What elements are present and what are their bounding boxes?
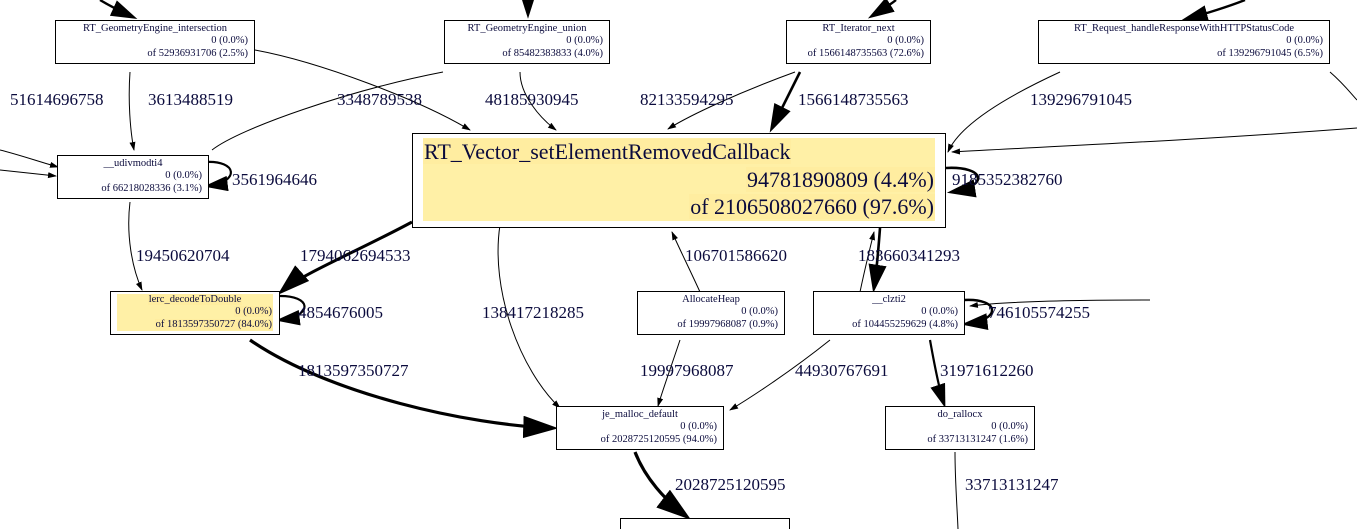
edge-label-4854676005: 4854676005 (298, 303, 383, 322)
node-label: RT_GeometryEngine_union (467, 23, 587, 34)
node-je-malloc-default[interactable]: je_malloc_default 0 (0.0%) of 2028725120… (556, 406, 724, 451)
node-total-value: of 139296791045 (6.5%) (1217, 47, 1323, 59)
node-self-value: 0 (0.0%) (921, 306, 958, 318)
edge-label-48185930945: 48185930945 (485, 90, 579, 109)
node-self-value: 0 (0.0%) (741, 306, 778, 318)
node-self-value: 0 (0.0%) (680, 421, 717, 433)
node-label: RT_Iterator_next (822, 23, 895, 34)
node-total-value: of 19997968087 (0.9%) (677, 318, 778, 330)
edge-label-44930767691: 44930767691 (795, 361, 889, 380)
node-total-value: of 1566148735563 (72.6%) (807, 47, 924, 59)
node-total-value: of 52936931706 (2.5%) (147, 47, 248, 59)
edge-label-1813597350727: 1813597350727 (298, 361, 409, 380)
node-total-value: of 66218028336 (3.1%) (101, 182, 202, 194)
node-self-value: 0 (0.0%) (887, 35, 924, 47)
edge-label-82133594295: 82133594295 (640, 90, 734, 109)
edge-label-746105574255: 746105574255 (988, 303, 1090, 322)
edge-label-19997968087: 19997968087 (640, 361, 734, 380)
node-self-value: 94781890809 (4.4%) (423, 165, 935, 193)
node-label: RT_GeometryEngine_intersection (83, 23, 227, 34)
edge-label-106701586620: 106701586620 (685, 246, 787, 265)
node-do-rallocx[interactable]: do_rallocx 0 (0.0%) of 33713131247 (1.6%… (885, 406, 1035, 451)
node-rt-geometryengine-intersection[interactable]: RT_GeometryEngine_intersection 0 (0.0%) … (55, 20, 255, 65)
node-self-value: 0 (0.0%) (991, 421, 1028, 433)
node-self-value: 0 (0.0%) (566, 35, 603, 47)
node-allocateheap[interactable]: AllocateHeap 0 (0.0%) of 19997968087 (0.… (637, 291, 785, 336)
edge-label-139296791045: 139296791045 (1030, 90, 1132, 109)
node-label: lerc_decodeToDouble (117, 294, 273, 307)
node-label: do_rallocx (937, 409, 983, 420)
edge-label-19450620704: 19450620704 (136, 246, 230, 265)
edge-label-1794062694533: 1794062694533 (300, 246, 411, 265)
node-total-value: of 1813597350727 (84.0%) (117, 318, 273, 332)
edge-label-183660341293: 183660341293 (858, 246, 960, 265)
edge-label-3613488519: 3613488519 (148, 90, 233, 109)
node-label: __udivmodti4 (103, 158, 163, 169)
edge-label-3561964646: 3561964646 (232, 170, 317, 189)
node-self-value: 0 (0.0%) (165, 170, 202, 182)
node-bottom-partial[interactable] (620, 518, 790, 529)
edge-label-51614696758: 51614696758 (10, 90, 104, 109)
edge-label-33713131247: 33713131247 (965, 475, 1059, 494)
node-clzti2[interactable]: __clzti2 0 (0.0%) of 104455259629 (4.8%) (813, 291, 965, 336)
node-label: AllocateHeap (682, 294, 740, 305)
node-total-value: of 104455259629 (4.8%) (852, 318, 958, 330)
node-rt-request-handleresponsewithhttpstatuscode[interactable]: RT_Request_handleResponseWithHTTPStatusC… (1038, 20, 1330, 65)
node-label: RT_Request_handleResponseWithHTTPStatusC… (1073, 23, 1294, 34)
edge-label-138417218285: 138417218285 (482, 303, 584, 322)
node-total-value: of 2028725120595 (94.0%) (600, 433, 717, 445)
node-label: RT_Vector_setElementRemovedCallback (423, 138, 935, 166)
node-rt-vector-setelementremovedcallback[interactable]: RT_Vector_setElementRemovedCallback 9478… (412, 133, 946, 228)
edge-label-9185352382760: 9185352382760 (952, 170, 1063, 189)
node-self-value: 0 (0.0%) (211, 35, 248, 47)
edge-label-2028725120595: 2028725120595 (675, 475, 786, 494)
node-lerc-decodetodouble[interactable]: lerc_decodeToDouble 0 (0.0%) of 18135973… (110, 291, 280, 336)
node-rt-iterator-next[interactable]: RT_Iterator_next 0 (0.0%) of 15661487355… (786, 20, 931, 65)
node-total-value: of 33713131247 (1.6%) (927, 433, 1028, 445)
edge-label-31971612260: 31971612260 (940, 361, 1034, 380)
node-label: __clzti2 (872, 294, 906, 305)
node-self-value: 0 (0.0%) (1286, 35, 1323, 47)
edge-label-1566148735563: 1566148735563 (798, 90, 909, 109)
node-total-value: of 85482383833 (4.0%) (502, 47, 603, 59)
node-udivmodti4[interactable]: __udivmodti4 0 (0.0%) of 66218028336 (3.… (57, 155, 209, 200)
node-rt-geometryengine-union[interactable]: RT_GeometryEngine_union 0 (0.0%) of 8548… (444, 20, 610, 65)
node-total-value: of 2106508027660 (97.6%) (423, 193, 935, 221)
edge-label-3348789538: 3348789538 (337, 90, 422, 109)
node-label: je_malloc_default (602, 409, 678, 420)
node-self-value: 0 (0.0%) (117, 306, 273, 319)
